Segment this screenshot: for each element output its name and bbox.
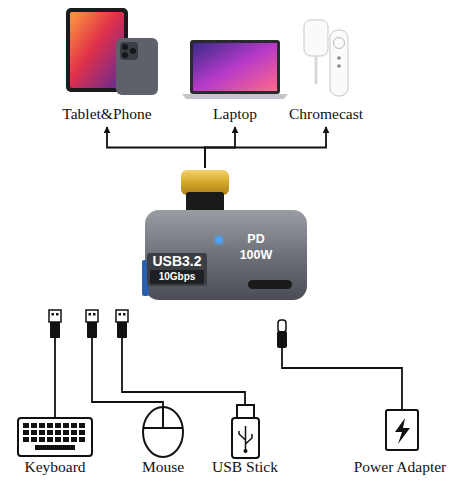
usb-c-adapter-part bbox=[147, 253, 207, 286]
device-label: Chromecast bbox=[265, 105, 387, 123]
usb-c-adapter-part bbox=[145, 210, 307, 300]
chromecast-icon-part bbox=[337, 56, 341, 60]
chromecast-icon-part bbox=[337, 64, 341, 68]
usb-a-plugs-part bbox=[50, 322, 60, 338]
usb-c-adapter-part bbox=[216, 237, 223, 244]
usb-a-plugs-part bbox=[56, 313, 59, 316]
laptop-icon-part bbox=[182, 94, 288, 99]
usb-c-adapter-part bbox=[181, 170, 229, 195]
usb-stick-icon bbox=[232, 405, 259, 458]
keyboard-icon-part bbox=[23, 423, 87, 442]
usb-a-plugs-part bbox=[89, 313, 92, 316]
usb-c-plug bbox=[277, 320, 287, 348]
device-label: Power Adapter bbox=[325, 458, 472, 476]
cables-part bbox=[92, 338, 163, 407]
power-adapter-icon-part bbox=[395, 418, 410, 444]
cables-part bbox=[282, 348, 402, 410]
tablet-phone-icon-part bbox=[70, 12, 124, 88]
port-label: USB3.2 bbox=[147, 253, 207, 270]
device-box: USB Stick bbox=[205, 400, 285, 480]
usb-a-plugs-part bbox=[117, 322, 127, 338]
chromecast-icon-part bbox=[330, 30, 348, 96]
connector-arrow bbox=[205, 127, 235, 168]
tablet-phone-icon-part bbox=[122, 52, 128, 58]
device-box: Tablet&Phone bbox=[57, 5, 157, 127]
device-label: Mouse bbox=[105, 458, 221, 476]
chromecast-icon-part bbox=[315, 56, 318, 84]
usb-c-adapter bbox=[142, 170, 307, 300]
usb-c-adapter-part bbox=[150, 270, 204, 284]
device-box: Laptop bbox=[185, 5, 285, 127]
usb-stick-icon-part bbox=[237, 405, 254, 418]
usb-a-plugs-part bbox=[93, 313, 96, 316]
tablet-phone-icon bbox=[66, 8, 158, 95]
connector-arrow bbox=[205, 127, 326, 168]
keyboard-icon bbox=[18, 418, 92, 456]
usb-a-plugs-part bbox=[52, 313, 55, 316]
tablet-phone-icon-part bbox=[116, 38, 158, 95]
device-box: Mouse bbox=[125, 400, 201, 480]
tablet-phone-icon-part bbox=[130, 48, 136, 54]
device-label: Tablet&Phone bbox=[37, 105, 177, 123]
cables bbox=[55, 338, 402, 418]
laptop-icon bbox=[182, 40, 288, 99]
device-box: Keyboard bbox=[10, 410, 100, 480]
tablet-phone-icon-part bbox=[120, 42, 138, 60]
usb-stick-icon-part bbox=[239, 426, 252, 450]
mouse-icon-part bbox=[143, 407, 183, 457]
usb-c-plug-part bbox=[278, 320, 286, 332]
device-box: Chromecast bbox=[285, 5, 367, 127]
device-box: Power Adapter bbox=[345, 405, 455, 480]
usb-a-plugs-part bbox=[49, 310, 61, 322]
keyboard-icon-part bbox=[35, 445, 75, 450]
cables-part bbox=[122, 338, 245, 405]
power-adapter-icon-part bbox=[386, 410, 418, 450]
chromecast-icon-part bbox=[334, 38, 345, 49]
device-label: Keyboard bbox=[0, 458, 120, 476]
usb-c-adapter-part bbox=[248, 280, 292, 289]
usb-c-plug-part bbox=[277, 331, 287, 348]
mouse-icon bbox=[143, 407, 183, 457]
speed-label: 10Gbps bbox=[150, 270, 204, 283]
laptop-icon-part bbox=[190, 40, 280, 94]
usb-stick-icon-part bbox=[232, 418, 259, 458]
device-label: USB Stick bbox=[185, 458, 305, 476]
adapter-box: USB3.210Gbps PD 100W bbox=[140, 168, 308, 305]
usb-a-plugs-part bbox=[116, 310, 128, 322]
connector-arrow bbox=[107, 127, 205, 168]
usb-c-adapter-part bbox=[213, 234, 225, 246]
device-label: Laptop bbox=[165, 105, 305, 123]
power-label: PD 100W bbox=[236, 231, 276, 263]
usb-a-plugs-part bbox=[86, 310, 98, 322]
usb-a-plugs-part bbox=[119, 313, 122, 316]
chromecast-icon bbox=[304, 20, 348, 96]
cables-part bbox=[54, 338, 56, 418]
keyboard-icon-part bbox=[18, 418, 92, 456]
usb-a-plugs-part bbox=[87, 322, 97, 338]
power-adapter-icon bbox=[386, 410, 418, 450]
usb-stick-icon-part bbox=[244, 449, 248, 453]
tablet-phone-icon-part bbox=[122, 44, 128, 50]
laptop-icon-part bbox=[193, 43, 277, 91]
mouse-icon-part bbox=[162, 407, 164, 428]
chromecast-icon-part bbox=[304, 20, 328, 56]
usb-a-plugs bbox=[49, 310, 128, 338]
usb-a-plugs-part bbox=[123, 313, 126, 316]
